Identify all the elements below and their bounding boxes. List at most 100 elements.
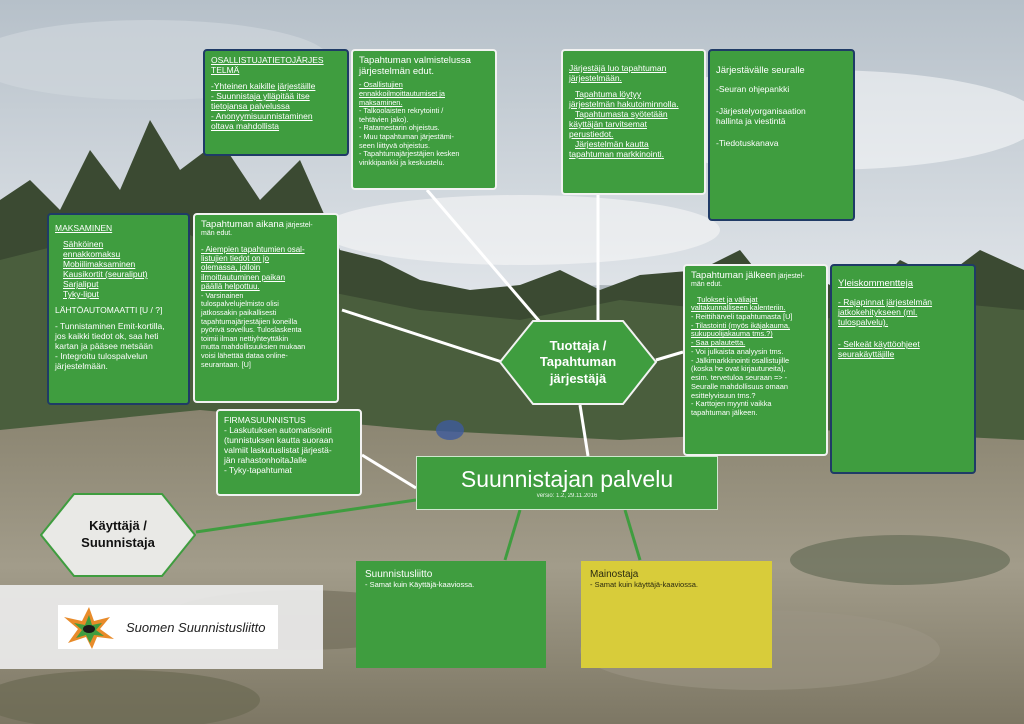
- federation-note: - Samat kuin Käyttäjä-kaaviossa.: [365, 579, 475, 589]
- after-event-title-small-2: män edut.: [691, 281, 723, 289]
- list-item: tulospalvelujelmisto olisi: [201, 299, 279, 309]
- list-item: Kausikortit (seuraliput): [63, 269, 148, 280]
- list-item: - Aiempien tapahtumien osal-: [201, 244, 305, 254]
- list-item: järjestelmään.: [569, 73, 622, 84]
- list-item: Tyky-liput: [63, 289, 99, 300]
- during-event-box: Tapahtuman aikana järjestel- män edut. -…: [193, 213, 339, 403]
- list-item: jatkokehitykseen (ml.: [838, 307, 918, 318]
- list-item: esim. tervetuloa seuraan => -: [691, 373, 788, 383]
- company-orienteering-box: FIRMASUUNNISTUS - Laskutuksen automatiso…: [216, 409, 362, 496]
- list-item: - Talkoolaisten rekrytointi /: [359, 106, 444, 116]
- list-item: tehtävien jako).: [359, 114, 409, 124]
- list-item: ennakkomaksu: [63, 249, 121, 260]
- list-item: sukupuolijakauma tms.?): [691, 329, 773, 339]
- list-item: jos kaikki tiedot ok, saa heti: [55, 331, 159, 342]
- producer-label-line-2: Tapahtuman: [539, 354, 617, 370]
- list-item: - Voi julkaista analyysin tms.: [691, 346, 784, 356]
- producer-label-line-1: Tuottaja /: [549, 338, 607, 354]
- list-item: -Tiedotuskanava: [716, 138, 779, 149]
- payment-title: MAKSAMINEN: [55, 223, 113, 233]
- list-item: - Rajapinnat järjestelmän: [838, 297, 933, 308]
- list-item: Mobiilimaksaminen: [63, 259, 136, 270]
- advertiser-box: Mainostaja - Samat kuin käyttäjä-kaavios…: [581, 561, 772, 668]
- page-title: Suunnistajan palvelu: [460, 466, 674, 492]
- list-item: voisi lähettää dataa online-: [201, 350, 288, 360]
- list-item: - Jälkimarkkinointi osallistujille: [691, 355, 790, 365]
- list-item: ilmoittautuminen paikan: [201, 272, 286, 282]
- main-title-box: Suunnistajan palvelu versio: 1.2, 29.11.…: [416, 456, 718, 510]
- list-item: - Tapahtumajärjestäjien kesken: [359, 149, 460, 159]
- list-item: tapahtuman markkinointi.: [569, 149, 664, 160]
- list-item: - Varsinainen: [201, 290, 244, 300]
- list-item: -Yhteinen kaikille järjestäille: [211, 81, 316, 92]
- after-event-title: Tapahtuman jälkeen: [691, 270, 777, 281]
- list-item: kartan ja pääsee metsään: [55, 341, 153, 352]
- list-item: päällä helpottuu.: [201, 282, 260, 292]
- list-item: - Selkeät käyttöohjeet: [838, 339, 920, 350]
- list-item: tapahtuman jälkeen.: [691, 408, 758, 418]
- list-item: järjestelmän hakutoiminnolla.: [569, 99, 679, 110]
- list-item: Sähköinen: [63, 239, 104, 250]
- list-item: tulospalvelu).: [838, 317, 889, 328]
- list-item: - Laskutuksen automatisointi: [224, 425, 332, 436]
- user-hexagon: [40, 493, 196, 577]
- list-item: - Tilastointi (myös ikäjakauma,: [691, 320, 790, 330]
- list-item: (tunnistuksen kautta suoraan: [224, 435, 334, 446]
- during-event-title: Tapahtuman aikana: [201, 219, 284, 230]
- user-label-line-1: Käyttäjä /: [89, 518, 147, 534]
- list-item: vinkkipankki ja keskustelu.: [359, 157, 445, 167]
- after-event-box: Tapahtuman jälkeen järjestel- män edut. …: [683, 264, 828, 456]
- list-item: - Suunnistaja ylläpitää itse: [211, 91, 310, 102]
- during-event-title-small-2: män edut.: [201, 230, 233, 238]
- list-item: mutta mahdollisuuksien mukaan: [201, 342, 306, 352]
- list-item: - Integroitu tulospalvelun: [55, 351, 148, 362]
- list-item: listujien tiedot on jo: [201, 253, 270, 263]
- general-comments-title: Yleiskommentteja: [838, 278, 913, 289]
- list-item: maksaminen.: [359, 97, 403, 107]
- list-item: tapahtumajärjestäjien koneilla: [201, 316, 298, 326]
- list-item: pyörivä sovellus. Tuloslaskenta: [201, 325, 302, 335]
- list-item: - Ratamestarin ohjeistus.: [359, 123, 440, 133]
- list-item: - Tyky-tapahtumat: [224, 465, 292, 476]
- list-item: -Järjestelyorganisaation: [716, 106, 806, 117]
- producer-hexagon: [499, 320, 657, 405]
- organizing-club-title: Järjestävälle seuralle: [716, 65, 805, 76]
- list-item: - Karttojen myynti vaikka: [691, 399, 772, 409]
- list-item: toimii ilman nettiyhteyttäkin: [201, 333, 289, 343]
- logo-panel: Suomen Suunnistusliitto: [0, 585, 323, 669]
- start-automat-title: LÄHTÖAUTOMAATTI [U / ?]: [55, 305, 163, 316]
- list-item: käyttäjän tarvitsemat: [569, 119, 647, 130]
- list-item: perustiedot.: [569, 129, 614, 140]
- list-item: Tapahtumasta syötetään: [575, 109, 668, 120]
- preparation-title-1: Tapahtuman valmistelussa: [359, 55, 471, 66]
- list-item: - Osallistujien: [359, 80, 403, 90]
- list-item: - Muu tapahtuman järjestämi-: [359, 132, 454, 142]
- list-item: - Tunnistaminen Emit-kortilla,: [55, 321, 165, 332]
- list-item: - Anonyymisuunnistaminen: [211, 111, 313, 122]
- list-item: Tapahtuma löytyy: [575, 89, 642, 100]
- version-text: versio: 1.2, 29.11.2016: [536, 493, 598, 499]
- list-item: valmiit laskutuslistat järjestä-: [224, 445, 332, 456]
- list-item: jatkossakin paikallisesti: [201, 307, 277, 317]
- list-item: - Reittihärveli tapahtumasta [U]: [691, 311, 793, 321]
- user-label: Käyttäjä / Suunnistaja: [40, 493, 196, 577]
- participant-system-box: OSALLISTUJATIETOJÄRJES TELMÄ -Yhteinen k…: [203, 49, 349, 156]
- list-item: Järjestelmän kautta: [575, 139, 649, 150]
- company-orienteering-title: FIRMASUUNNISTUS: [224, 415, 306, 425]
- organizing-club-box: Järjestävälle seuralle -Seuran ohjepankk…: [708, 49, 855, 221]
- during-event-title-small: järjestel-: [286, 222, 313, 229]
- general-comments-box: Yleiskommentteja - Rajapinnat järjestelm…: [830, 264, 976, 474]
- producer-label: Tuottaja / Tapahtuman järjestäjä: [499, 320, 657, 405]
- list-item: - Saa palautetta.: [691, 338, 746, 348]
- producer-label-line-3: järjestäjä: [549, 370, 607, 386]
- preparation-box: Tapahtuman valmistelussa järjestelmän ed…: [351, 49, 497, 190]
- list-item: olemassa, jolloin: [201, 263, 261, 273]
- federation-title: Suunnistusliitto: [365, 569, 433, 580]
- list-item: seen liittyvä ohjeistus.: [359, 140, 430, 150]
- after-event-title-small: järjestel-: [778, 273, 805, 280]
- list-item: Seuralle mahdollisuus omaan: [691, 381, 788, 391]
- federation-logo: Suomen Suunnistusliitto: [58, 605, 278, 649]
- star-logo-icon: [64, 607, 114, 649]
- list-item: seurakäyttäjille: [838, 349, 895, 360]
